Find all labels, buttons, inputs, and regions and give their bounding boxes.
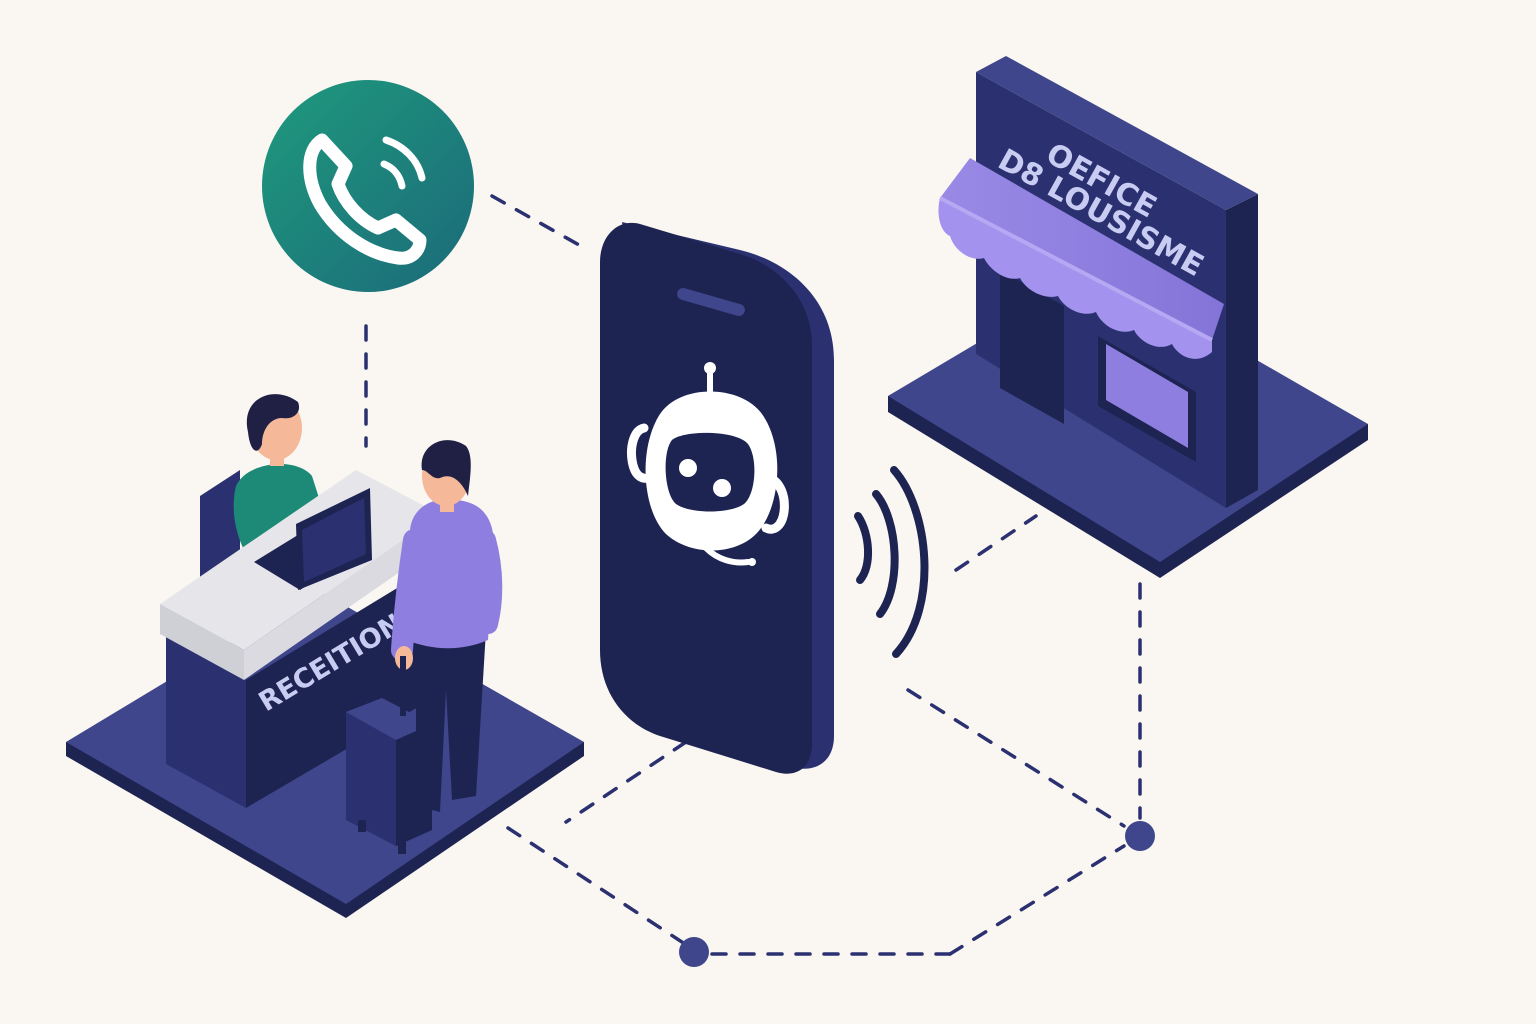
reception-area: RECEITION: [66, 394, 584, 918]
desk-front: [166, 636, 246, 808]
phone-call-bubble: [262, 80, 474, 292]
dash-smartphone-to-bottom: [564, 740, 688, 824]
connection-lines: [364, 194, 1142, 956]
guest-person: [391, 440, 503, 812]
network-node-right: [1125, 821, 1155, 851]
dash-waves-to-node: [906, 688, 1126, 828]
network-node-bottom: [679, 937, 709, 967]
signal-waves-icon: [854, 466, 929, 658]
dash-desk-to-bottom-node: [506, 826, 690, 948]
receptionist-chair: [200, 470, 240, 580]
robot-icon: [627, 362, 789, 566]
office-side-wall: [1226, 194, 1258, 508]
laptop: [254, 488, 372, 590]
dash-waves-to-office: [954, 514, 1038, 572]
dash-bottom-to-right-node: [948, 844, 1126, 956]
dash-phone-to-smartphone: [490, 194, 590, 252]
office-roof-edge: [976, 56, 1258, 210]
desk-side: [246, 568, 430, 808]
smartphone: [600, 222, 834, 774]
smartphone-speaker: [677, 288, 745, 316]
desk-top-edge-side: [244, 514, 440, 680]
office-door: [1000, 270, 1064, 424]
phone-icon: [303, 133, 427, 265]
desk-top-edge: [160, 604, 244, 680]
office-window: [1106, 344, 1188, 448]
office-awning: [938, 158, 1224, 359]
office-building: OEFICE D8 LOUSISME: [888, 56, 1368, 578]
